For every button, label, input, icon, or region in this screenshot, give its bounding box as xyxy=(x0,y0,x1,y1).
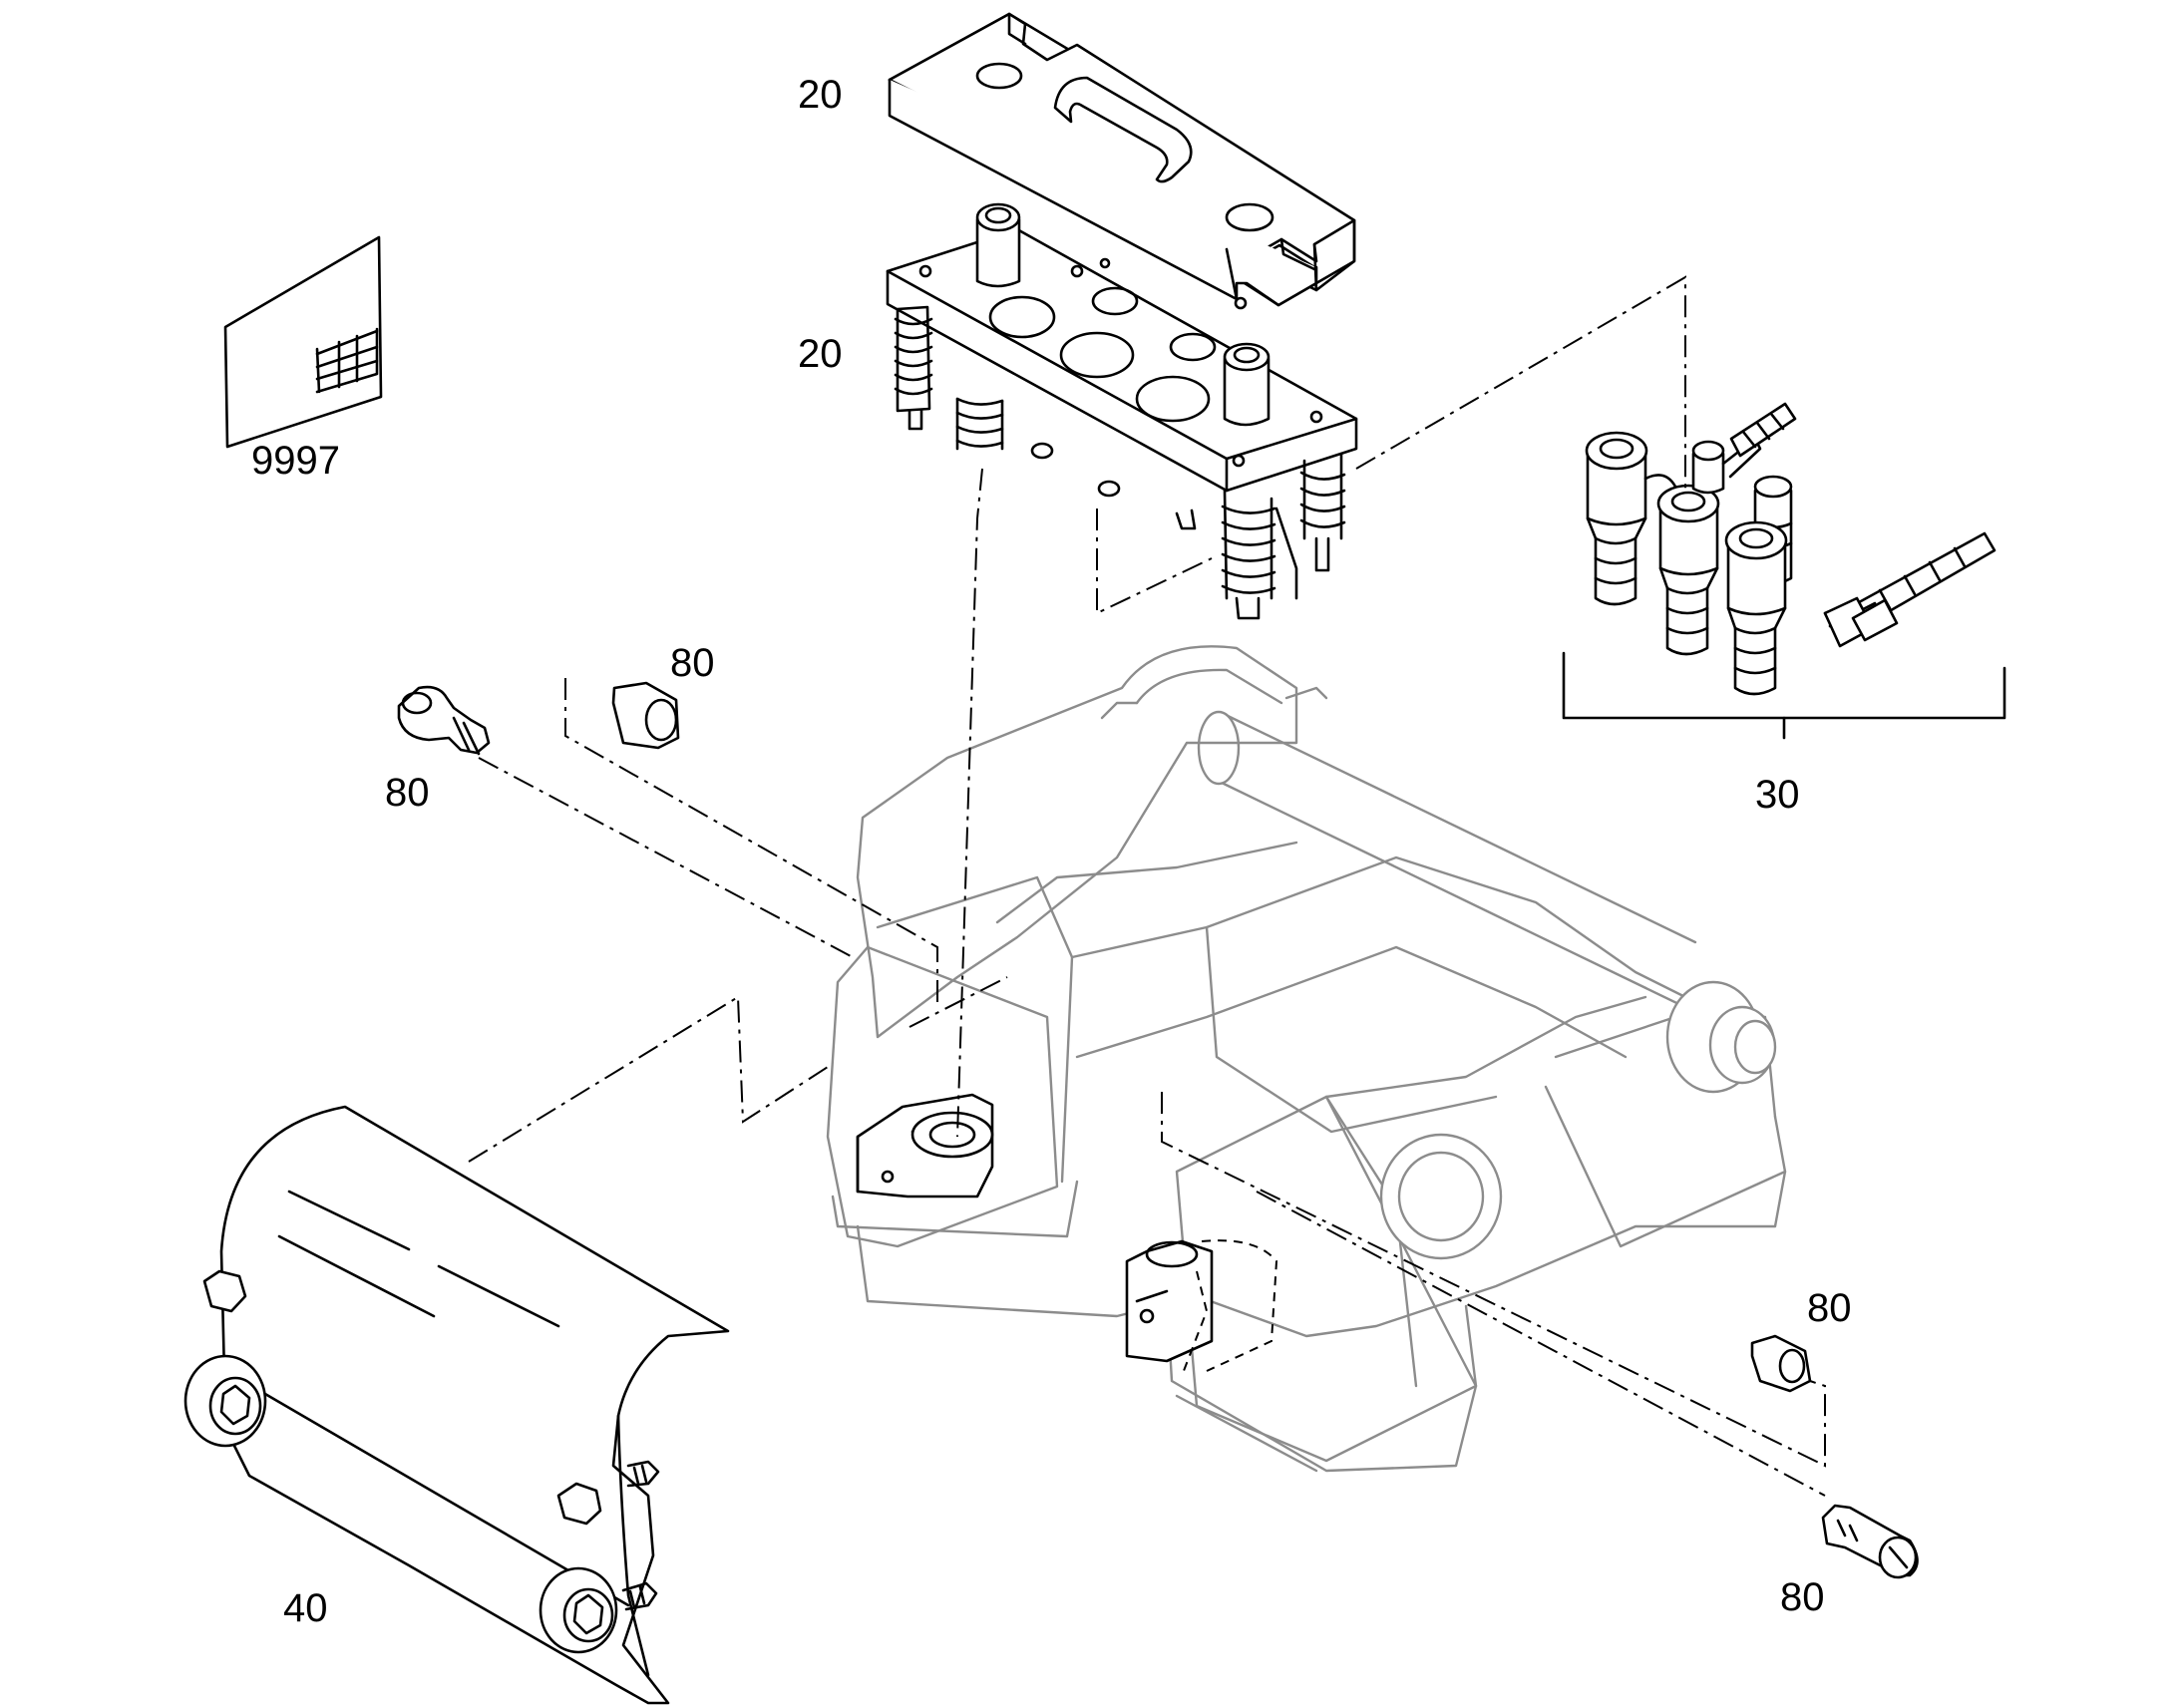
callout-guard: 40 xyxy=(283,1586,328,1630)
valve-spring-left xyxy=(894,305,933,431)
callout-spacer-right: 80 xyxy=(1807,1286,1852,1330)
screw-right xyxy=(1821,1504,1919,1579)
guard-cover xyxy=(183,995,829,1705)
callout-top-cover: 20 xyxy=(798,73,843,117)
hinge-block-left xyxy=(856,1093,994,1198)
callout-screw-left: 80 xyxy=(385,771,430,815)
callout-valve-block: 20 xyxy=(798,332,843,376)
callout-spacer-left: 80 xyxy=(670,641,715,685)
top-cover-plate xyxy=(888,12,1356,310)
callout-document: 9997 xyxy=(251,439,340,483)
valve-spring-right xyxy=(1221,489,1276,620)
spacer-right xyxy=(1750,1334,1812,1393)
valve-spring-center xyxy=(955,397,1121,498)
leader-lines xyxy=(478,468,1826,1497)
quick-coupler-frame xyxy=(826,645,1787,1473)
document-sheet xyxy=(223,235,383,449)
callout-screw-right: 80 xyxy=(1780,1575,1825,1619)
valve-spring-far-right xyxy=(1299,452,1346,572)
couplings-kit xyxy=(1355,275,2006,740)
valve-block xyxy=(886,202,1358,620)
screw-left xyxy=(397,685,491,756)
hinge-block-right xyxy=(1125,1239,1278,1377)
spacer-left xyxy=(611,681,680,750)
callout-couplings-kit: 30 xyxy=(1755,773,1800,817)
